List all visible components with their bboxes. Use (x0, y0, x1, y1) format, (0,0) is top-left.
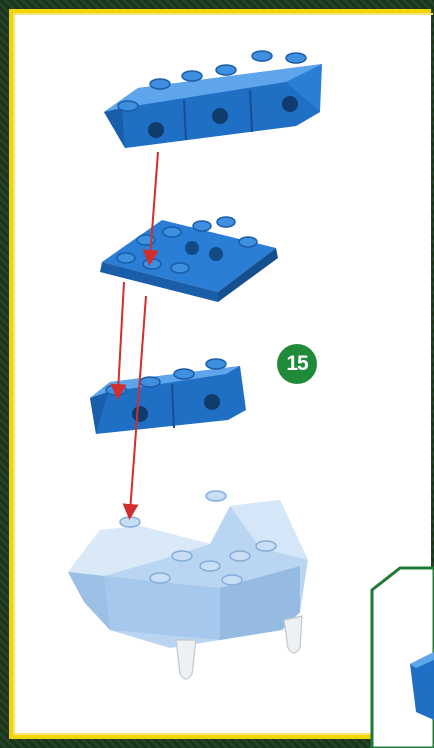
brick-1x4-with-holes (90, 359, 246, 434)
base-assembly (68, 491, 308, 679)
assembly-arrows (118, 152, 158, 512)
brick-1x6-with-holes (104, 51, 322, 148)
step-number: 15 (286, 352, 307, 376)
plate-2x6 (100, 217, 278, 302)
step-number-badge: 15 (277, 344, 317, 384)
callout-box (372, 568, 434, 748)
